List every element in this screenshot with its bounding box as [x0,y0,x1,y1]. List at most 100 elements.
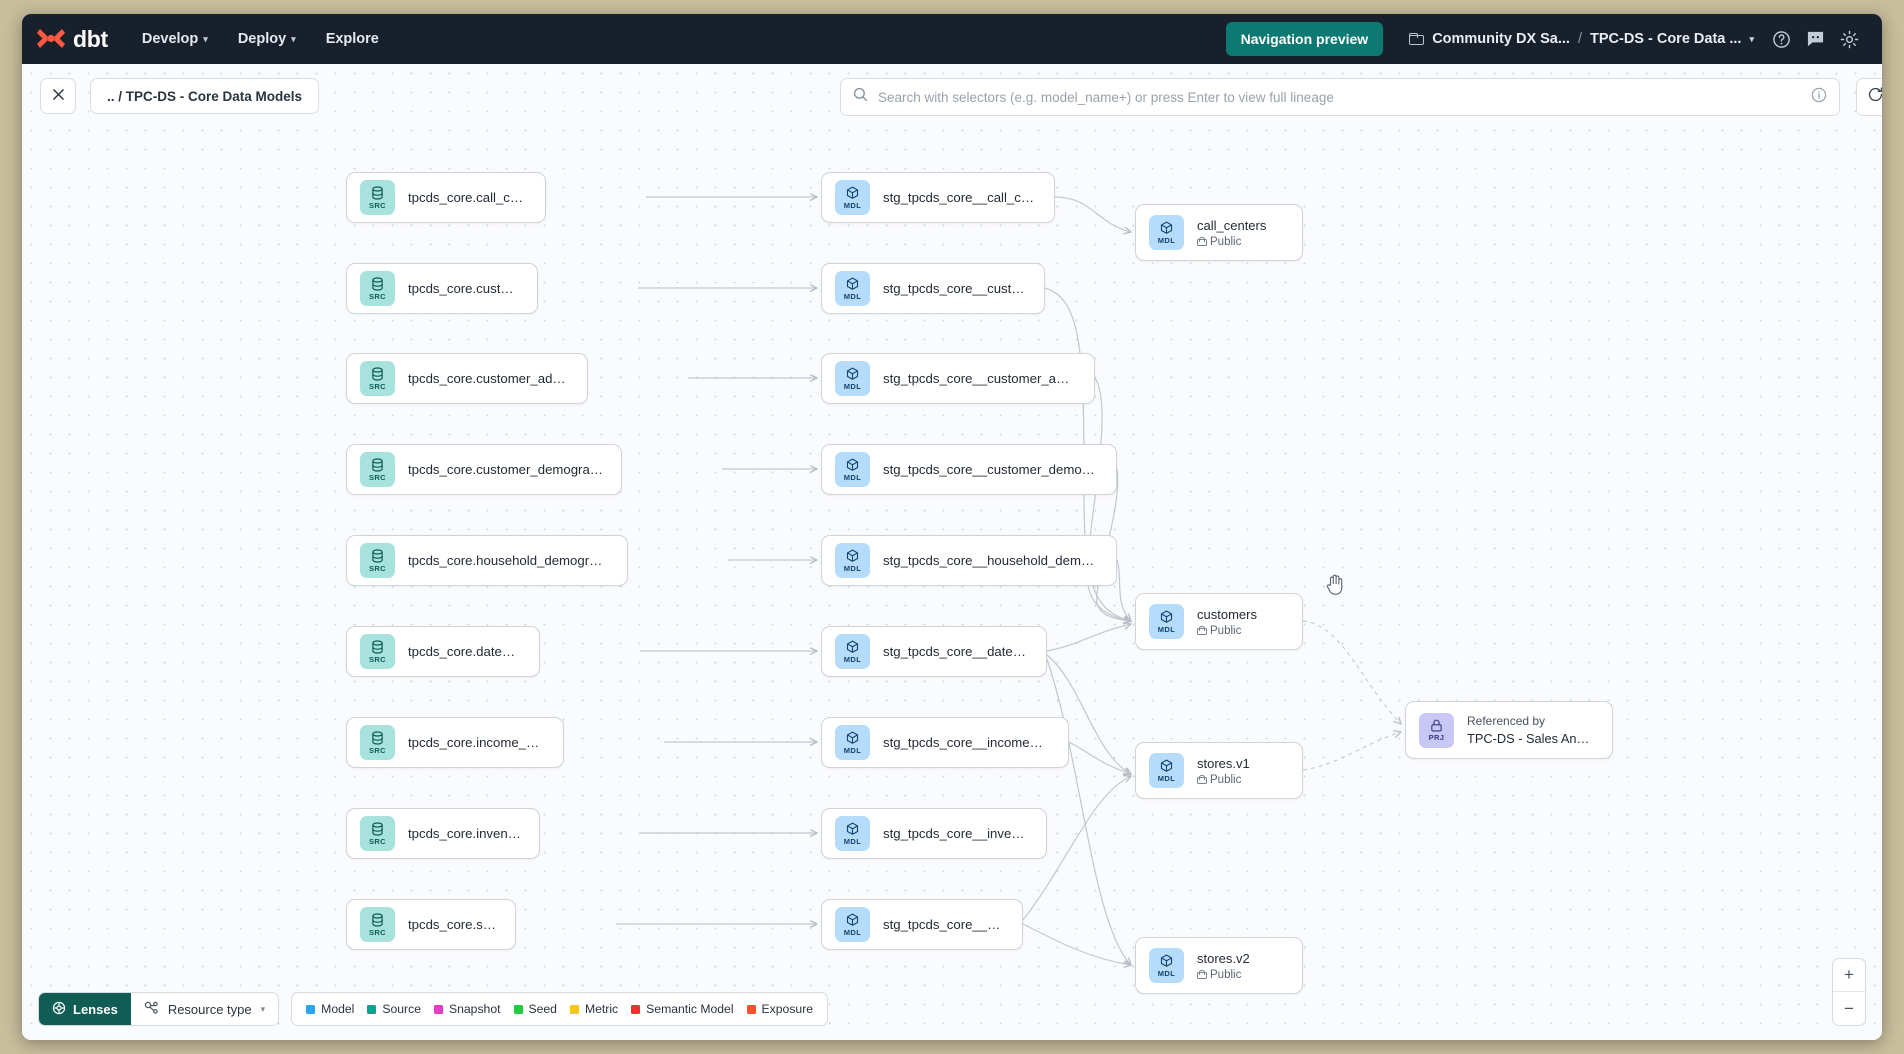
lineage-node-model[interactable]: MDL stg_tpcds_core__date_dim [821,626,1047,677]
lineage-node-model[interactable]: MDL stg_tpcds_core__customer_demogra… [821,444,1117,495]
chevron-down-icon[interactable]: ▾ [1749,33,1754,44]
lineage-node-model[interactable]: MDL stg_tpcds_core__call_center [821,172,1055,223]
lineage-node-source[interactable]: SRC tpcds_core.customer_demographics [346,444,622,495]
info-icon[interactable] [1811,87,1827,108]
cube-icon [1160,221,1173,236]
zoom-in-button[interactable]: + [1833,959,1865,992]
legend-item-source: Source [367,1002,421,1016]
cube-icon [846,458,859,473]
node-text-stack: call_centers Public [1197,218,1266,248]
help-icon[interactable] [1764,22,1798,56]
lineage-breadcrumb[interactable]: .. / TPC-DS - Core Data Models [90,78,320,114]
lineage-node-model[interactable]: MDL stg_tpcds_core__customer [821,263,1045,314]
cube-icon [1160,610,1173,625]
lineage-node-model[interactable]: MDL stg_tpcds_core__store [821,899,1023,950]
lineage-node-model-public[interactable]: MDL stores.v2 Public [1135,937,1303,994]
lineage-node-model-public[interactable]: MDL stores.v1 Public [1135,742,1303,799]
top-navigation-bar: dbt Develop ▾ Deploy ▾ Explore Navigatio… [22,14,1882,64]
cube-icon [846,731,859,746]
node-label: customers [1197,606,1257,622]
navigation-preview-button[interactable]: Navigation preview [1225,22,1384,56]
project-badge-icon: PRJ [1419,712,1454,748]
resource-type-label: Resource type [167,1001,252,1017]
legend-label: Metric [584,1002,619,1016]
node-text-stack: Referenced by TPC-DS - Sales Analytics [1467,714,1594,746]
node-label: TPC-DS - Sales Analytics [1467,731,1594,746]
lineage-node-model-public[interactable]: MDL call_centers Public [1135,204,1303,261]
node-label: stores.v1 [1197,755,1250,771]
zoom-out-button[interactable]: − [1844,998,1854,1018]
bottom-toolbar: Lenses Resource type ▾ Model [38,992,829,1026]
nav-link-develop-label: Develop [141,31,199,47]
node-label: tpcds_core.inventory [408,826,521,841]
model-badge-icon: MDL [835,543,870,578]
feedback-icon[interactable] [1798,22,1832,56]
legend-label: Seed [528,1002,557,1016]
legend-item-model: Model [306,1002,354,1016]
lineage-node-model-public[interactable]: MDL customers Public [1135,593,1303,650]
database-icon [371,640,384,655]
legend-label: Snapshot [449,1002,501,1016]
lineage-node-source[interactable]: SRC tpcds_core.store [346,899,516,950]
resource-type-filter[interactable]: Resource type ▾ [130,993,279,1025]
legend-item-seed: Seed [513,1002,557,1016]
account-name[interactable]: Community DX Sa... [1432,31,1570,47]
lenses-group: Lenses Resource type ▾ [38,992,280,1026]
node-access-label: Public [1210,235,1242,248]
model-badge-label: MDL [843,745,862,755]
close-button[interactable] [40,78,76,114]
lenses-label: Lenses [73,1001,118,1017]
lineage-node-project[interactable]: PRJ Referenced by TPC-DS - Sales Analyti… [1405,701,1613,759]
node-label: tpcds_core.date_dim [408,644,521,659]
database-icon [371,458,384,473]
lineage-node-source[interactable]: SRC tpcds_core.household_demographics [346,535,628,586]
refresh-button[interactable] [1856,78,1882,116]
model-badge-label: MDL [843,927,862,937]
model-badge-icon: MDL [835,907,870,942]
cube-icon [1160,759,1173,774]
grab-cursor-icon [1325,572,1347,596]
lineage-node-source[interactable]: SRC tpcds_core.date_dim [346,626,540,677]
node-text-stack: stores.v1 Public [1197,756,1250,786]
dbt-logo[interactable]: dbt [36,26,108,53]
search-box[interactable] [840,78,1840,116]
legend-swatch [367,1004,377,1014]
gear-icon[interactable] [1832,22,1866,56]
legend-label: Semantic Model [646,1002,734,1016]
model-badge-icon: MDL [835,271,870,306]
nav-link-explore[interactable]: Explore [326,31,379,47]
node-text-stack: customers Public [1197,607,1257,637]
lineage-node-model[interactable]: MDL stg_tpcds_core__customer_address [821,353,1095,404]
node-label: tpcds_core.customer_address [408,371,569,386]
model-badge-label: MDL [843,654,862,664]
lineage-node-source[interactable]: SRC tpcds_core.customer_address [346,353,588,404]
nav-link-deploy[interactable]: Deploy ▾ [238,31,296,47]
lineage-node-source[interactable]: SRC tpcds_core.inventory [346,808,540,859]
lineage-node-model[interactable]: MDL stg_tpcds_core__inventory [821,808,1047,859]
close-icon [52,88,65,105]
project-name[interactable]: TPC-DS - Core Data ... [1590,31,1742,47]
database-icon [371,367,384,382]
lenses-button[interactable]: Lenses [39,993,131,1025]
legend-swatch [569,1004,579,1014]
nav-link-develop[interactable]: Develop ▾ [142,31,208,47]
lineage-node-source[interactable]: SRC tpcds_core.call_center [346,172,546,223]
lineage-node-source[interactable]: SRC tpcds_core.customer [346,263,538,314]
lineage-node-model[interactable]: MDL stg_tpcds_core__household_demogr… [821,535,1117,586]
legend-swatch [306,1004,316,1014]
database-icon [371,186,384,201]
model-badge-icon: MDL [1149,215,1184,250]
search-input[interactable] [878,89,1801,105]
cube-icon [846,277,859,292]
lock-icon [1197,626,1207,635]
lineage-canvas[interactable]: SRC tpcds_core.call_center SRC tpcds_cor… [22,64,1882,1040]
lineage-node-source[interactable]: SRC tpcds_core.income_band [346,717,564,768]
lenses-icon [52,1001,66,1018]
database-icon [371,277,384,292]
lineage-node-model[interactable]: MDL stg_tpcds_core__income_band [821,717,1069,768]
source-badge-label: SRC [368,836,387,846]
legend-label: Source [382,1002,421,1016]
model-badge-icon: MDL [835,725,870,760]
refresh-icon [1867,86,1883,108]
model-badge-label: MDL [843,381,862,391]
